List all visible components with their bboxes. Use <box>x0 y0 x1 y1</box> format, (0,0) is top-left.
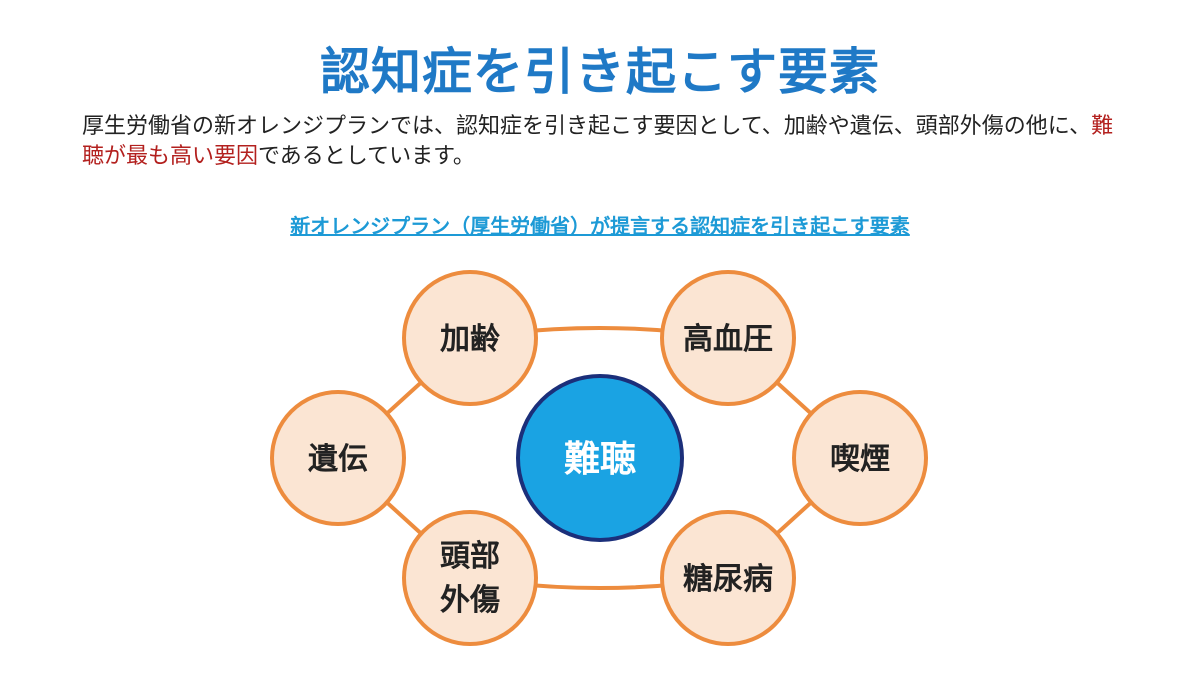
node-center-hearing-loss: 難聴 <box>516 374 684 542</box>
node-smoking-label: 喫煙 <box>830 442 890 477</box>
node-hypertension: 高血圧 <box>660 270 796 406</box>
node-head-injury: 頭部 外傷 <box>402 510 538 646</box>
node-smoking: 喫煙 <box>792 390 928 526</box>
page-title: 認知症を引き起こす要素 <box>320 43 880 101</box>
node-diabetes-label: 糖尿病 <box>683 562 773 597</box>
node-hypertension-label: 高血圧 <box>683 322 773 357</box>
node-aging-label: 加齢 <box>440 322 500 357</box>
intro-text-part2: であるとしています。 <box>258 144 475 169</box>
diagram-caption-link[interactable]: 新オレンジプラン（厚生労働省）が提言する認知症を引き起こす要素 <box>290 214 910 238</box>
node-center-label: 難聴 <box>564 439 636 480</box>
intro-highlight: 難聴が最も高い要因 <box>82 114 1114 169</box>
intro-paragraph: 厚生労働省の新オレンジプランでは、認知症を引き起こす要因として、加齢や遺伝、頭部… <box>82 112 1132 172</box>
node-diabetes: 糖尿病 <box>660 510 796 646</box>
node-aging: 加齢 <box>402 270 538 406</box>
node-heredity: 遺伝 <box>270 390 406 526</box>
node-heredity-label: 遺伝 <box>308 442 368 477</box>
node-head-injury-label-line2: 外傷 <box>440 583 500 618</box>
node-head-injury-label-line1: 頭部 <box>440 539 500 574</box>
intro-text-part1: 厚生労働省の新オレンジプランでは、認知症を引き起こす要因として、加齢や遺伝、頭部… <box>82 114 1092 139</box>
